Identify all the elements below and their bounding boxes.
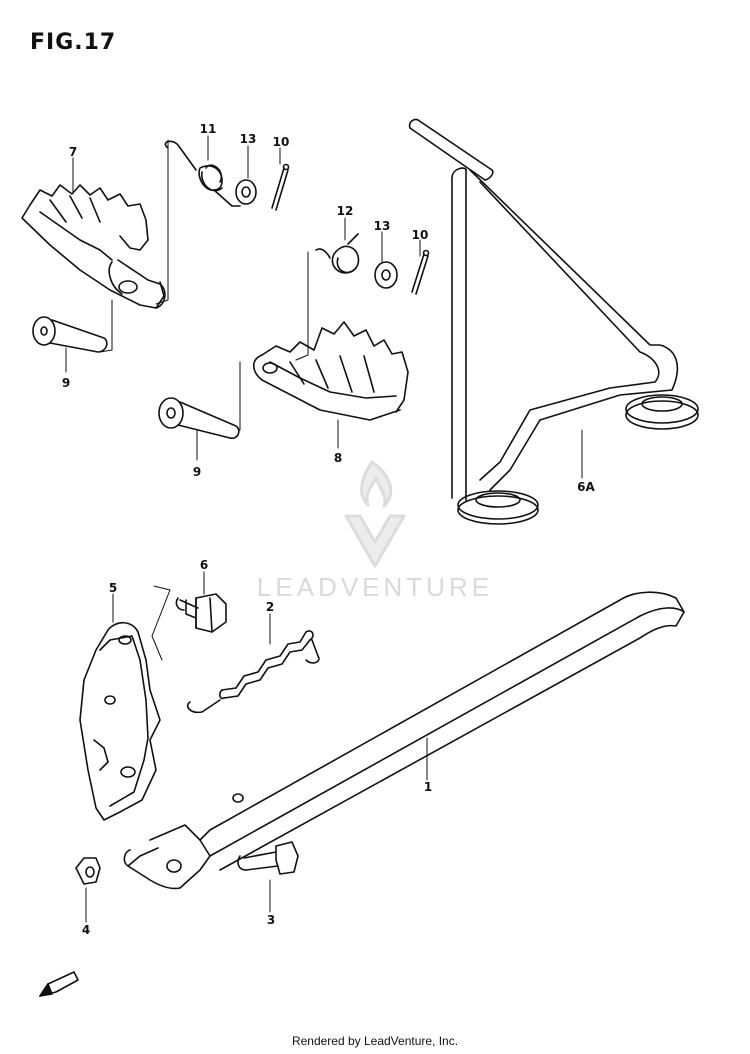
callout-12: 12: [336, 204, 354, 218]
figure-title: FIG.17: [30, 30, 117, 55]
callout-9-upper: 9: [61, 376, 71, 390]
forward-direction-arrow: [39, 971, 79, 997]
callout-8: 8: [333, 451, 343, 465]
callout-7: 7: [68, 145, 78, 159]
callout-6: 6: [199, 558, 209, 572]
cotter-pin-part-10-upper: [271, 163, 290, 211]
bolt-part-6: [175, 593, 227, 633]
clevis-pin-part-9-lower: [158, 397, 240, 440]
spring-part-11: [164, 140, 241, 207]
bracket-plate-part-5: [79, 621, 161, 821]
footpeg-part-8: [252, 321, 409, 421]
clevis-pin-part-9-upper: [32, 316, 108, 353]
callout-13-upper: 13: [239, 132, 257, 146]
watermark-logo: [344, 460, 406, 568]
stand-frame-part-6a: [408, 118, 699, 525]
spring-part-12: [315, 233, 360, 274]
callout-10-upper: 10: [272, 135, 290, 149]
washer-part-13-upper: [235, 179, 257, 205]
spring-part-2: [186, 630, 320, 714]
callout-9-lower: 9: [192, 465, 202, 479]
nut-part-4: [75, 857, 101, 885]
callout-13-lower: 13: [373, 219, 391, 233]
watermark-brand: LEADVENTURE: [256, 572, 494, 602]
callout-6a: 6A: [577, 480, 595, 494]
side-stand-part-1: [123, 591, 685, 890]
bolt-part-3: [237, 841, 299, 875]
render-credit: Rendered by LeadVenture, Inc.: [291, 1034, 459, 1048]
callout-1: 1: [423, 780, 433, 794]
callout-4: 4: [81, 923, 91, 937]
callout-10-lower: 10: [411, 228, 429, 242]
callout-5: 5: [108, 581, 118, 595]
cotter-pin-part-10-lower: [411, 249, 430, 295]
footpeg-part-7: [21, 184, 166, 309]
callout-11: 11: [199, 122, 217, 136]
callout-2: 2: [265, 600, 275, 614]
callout-3: 3: [266, 913, 276, 927]
washer-part-13-lower: [374, 261, 398, 289]
leader-lines: [65, 135, 583, 923]
